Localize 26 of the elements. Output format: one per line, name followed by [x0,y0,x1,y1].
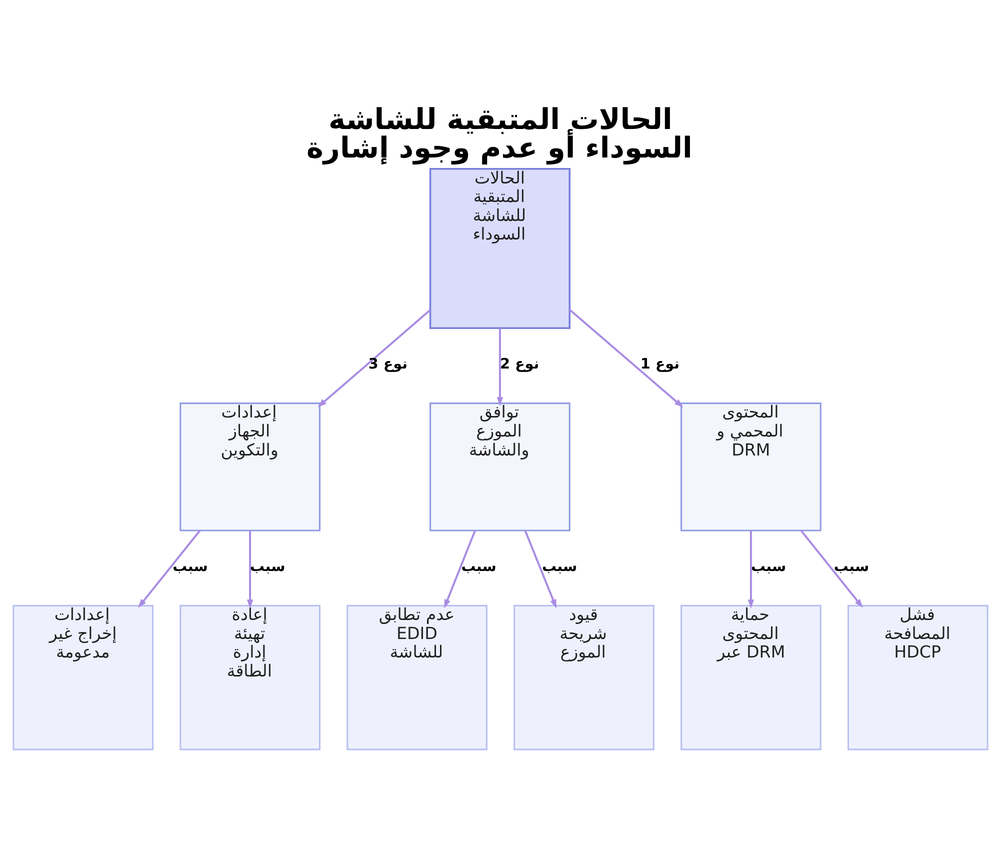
node-box: حماية المحتوى عبر DRM [680,604,821,750]
edge-label: سبب [460,558,496,574]
node-box: الحالات المتبقية للشاشة السوداء [428,168,570,329]
node-box: إعدادات الجهاز والتكوين [179,402,320,531]
edge-label: سبب [172,558,208,574]
edge-label: سبب [541,558,577,574]
edge-label: سبب [250,558,285,574]
edge-label: سبب [833,558,869,574]
arrow [524,530,556,608]
arrow [317,308,430,407]
node-box: إعدادات إخراج غير مدعومة [12,604,154,750]
edge-label: نوع 1 [640,356,680,372]
edge-label: نوع 3 [368,356,408,372]
arrow [444,530,476,608]
arrow [568,308,683,408]
node-box: توافق الموزع والشاشة [429,402,570,531]
arrow [138,529,200,608]
arrow [747,530,754,608]
arrow [246,530,253,608]
arrow [496,328,503,406]
diagram-title: الحالات المتبقية للشاشة السوداء أو عدم وجود إشارة [306,101,692,164]
node-box: قيود شريحة الموزع [513,604,654,750]
arrow [800,529,862,608]
edge-label: سبب [750,558,786,574]
node-box: إعادة تهيئة إدارة الطاقة [179,604,320,750]
edge-label: نوع 2 [499,356,539,372]
